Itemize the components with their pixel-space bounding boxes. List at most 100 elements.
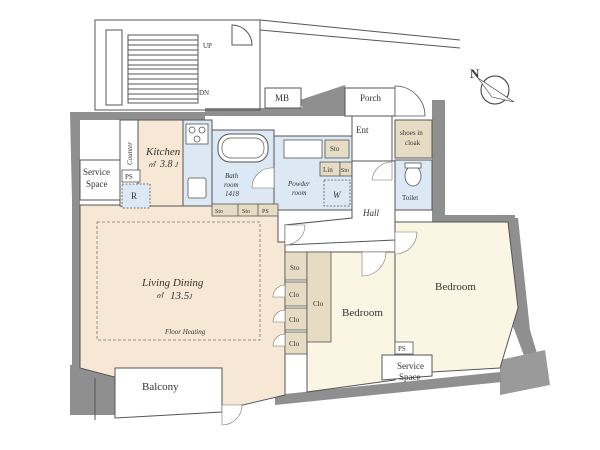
labels: N UP DN MB Porch Kitchen ㎡ 3.8 J Counter…: [83, 42, 480, 393]
bath-label-3: 1418: [225, 190, 240, 198]
ent-label: Ent: [356, 125, 369, 135]
powder-label-1: Powder: [287, 180, 310, 188]
closet-2-label: Clo: [289, 316, 300, 324]
closet-1-label: Clo: [289, 291, 300, 299]
bathtub-inner: [221, 137, 265, 159]
sto-b-label: Sto: [242, 209, 250, 215]
floor-heating-label: Floor Heating: [164, 328, 206, 336]
mb-room: [264, 87, 302, 109]
porch-label: Porch: [360, 93, 381, 103]
living-door: [221, 404, 243, 426]
living-area-value: 13.5: [170, 290, 190, 302]
shoes-label-2: cloak: [405, 139, 421, 147]
ps-left-label: PS: [125, 173, 133, 181]
toilet-tank-icon: [404, 162, 422, 169]
washer-box: [323, 179, 351, 207]
living-area-prefix: ㎡: [156, 291, 165, 300]
hall-door-right: [371, 161, 393, 181]
living-area-unit: J: [189, 293, 193, 301]
burner-icon: [198, 126, 206, 134]
toilet-icon: [404, 165, 422, 187]
bedroom-small-door: [361, 251, 387, 277]
sto-a-label: Sto: [215, 209, 223, 215]
bath-door: [251, 167, 275, 189]
hall-door: [284, 224, 306, 246]
wall-bottom: [275, 372, 502, 405]
kitchen-area-value: 3.8: [159, 159, 173, 170]
bath-label-1: Bath: [225, 172, 239, 180]
sto-lin-label: Sto: [341, 168, 349, 174]
stairs-down-label: DN: [199, 89, 209, 97]
porch-area: [344, 87, 396, 117]
wall-east-diagonal: [505, 218, 545, 385]
ps-mid-label: PS: [262, 209, 269, 215]
stove-icon: [185, 123, 209, 145]
powder-label-2: room: [292, 189, 307, 197]
vanity-sink-icon: [283, 139, 323, 159]
kitchen-area-unit: J: [175, 161, 179, 169]
ps-right-box: [394, 341, 414, 355]
west-wall: [70, 112, 125, 200]
service-space-left: [79, 159, 121, 201]
corridor-door: [231, 24, 253, 46]
compass-arrow-tail: [477, 77, 515, 103]
wall-east-block: [445, 215, 515, 222]
service-space-left-label-1: Service: [83, 167, 110, 177]
toilet-label: Toilet: [402, 194, 418, 202]
burner-icon: [188, 126, 196, 134]
bathtub-icon: [217, 133, 269, 163]
wall-sw-column: [70, 365, 115, 415]
bedroom-large-door: [394, 231, 418, 255]
sto-bath-box: [324, 139, 350, 159]
stairs-up-label: UP: [203, 42, 212, 50]
bedroom-large-label: Bedroom: [435, 281, 476, 293]
stairwell-outline: [94, 19, 261, 111]
service-space-right-label-1: Service: [397, 361, 424, 371]
sto-strip: [211, 203, 279, 217]
service-space-left-label-2: Space: [86, 179, 108, 189]
service-space-right: [381, 354, 433, 381]
refrigerator-box: [121, 183, 151, 209]
sto-bath-label: Sto: [330, 145, 340, 153]
counter-label: Counter: [126, 142, 134, 165]
sto-corridor-label: Sto: [290, 264, 300, 272]
balcony-label: Balcony: [142, 381, 179, 393]
refrigerator-label: R: [131, 191, 137, 201]
front-door-swing: [394, 85, 426, 117]
ps-left-box: [121, 169, 141, 183]
stair-newel: [105, 29, 123, 106]
kitchen-label: Kitchen: [145, 146, 181, 158]
mb-label: MB: [275, 93, 289, 103]
washer-label: W: [333, 190, 342, 200]
floor-heating-zone: [96, 221, 261, 341]
hall-label: Hall: [362, 208, 380, 218]
balcony: [114, 367, 223, 419]
corridor-line: [259, 19, 461, 41]
closet-3-label: Clo: [289, 340, 300, 348]
shoes-label-1: shoes in: [400, 129, 423, 137]
shoes-in-cloak: [394, 119, 433, 159]
exterior-walls: [70, 85, 550, 415]
living-dining-label: Living Dining: [141, 277, 204, 289]
sink-icon: [187, 177, 207, 199]
closet-bedroom-label: Clo: [313, 300, 324, 308]
closet-door-swing: [272, 284, 286, 347]
stairwell: [94, 19, 461, 111]
entrance-area: [351, 115, 393, 162]
bedroom-small-closet: [306, 251, 332, 343]
wall-west-lower: [72, 200, 80, 372]
lin-label: Lin: [323, 166, 333, 174]
bath-label-2: room: [224, 181, 239, 189]
compass-north-label: N: [470, 66, 480, 81]
compass: [477, 75, 515, 105]
wall-top-living: [120, 112, 205, 120]
wall-east-upper: [432, 100, 445, 222]
wall-se-corner: [500, 350, 550, 395]
service-space-right-label-2: Space: [399, 372, 421, 382]
stair-treads-up: [128, 39, 198, 66]
corridor-line-2: [259, 29, 461, 49]
wall-mb-corner: [300, 85, 350, 115]
stair-treads-down: [128, 73, 198, 100]
kitchen-area-prefix: ㎡: [148, 160, 157, 169]
burner-icon: [193, 135, 201, 143]
